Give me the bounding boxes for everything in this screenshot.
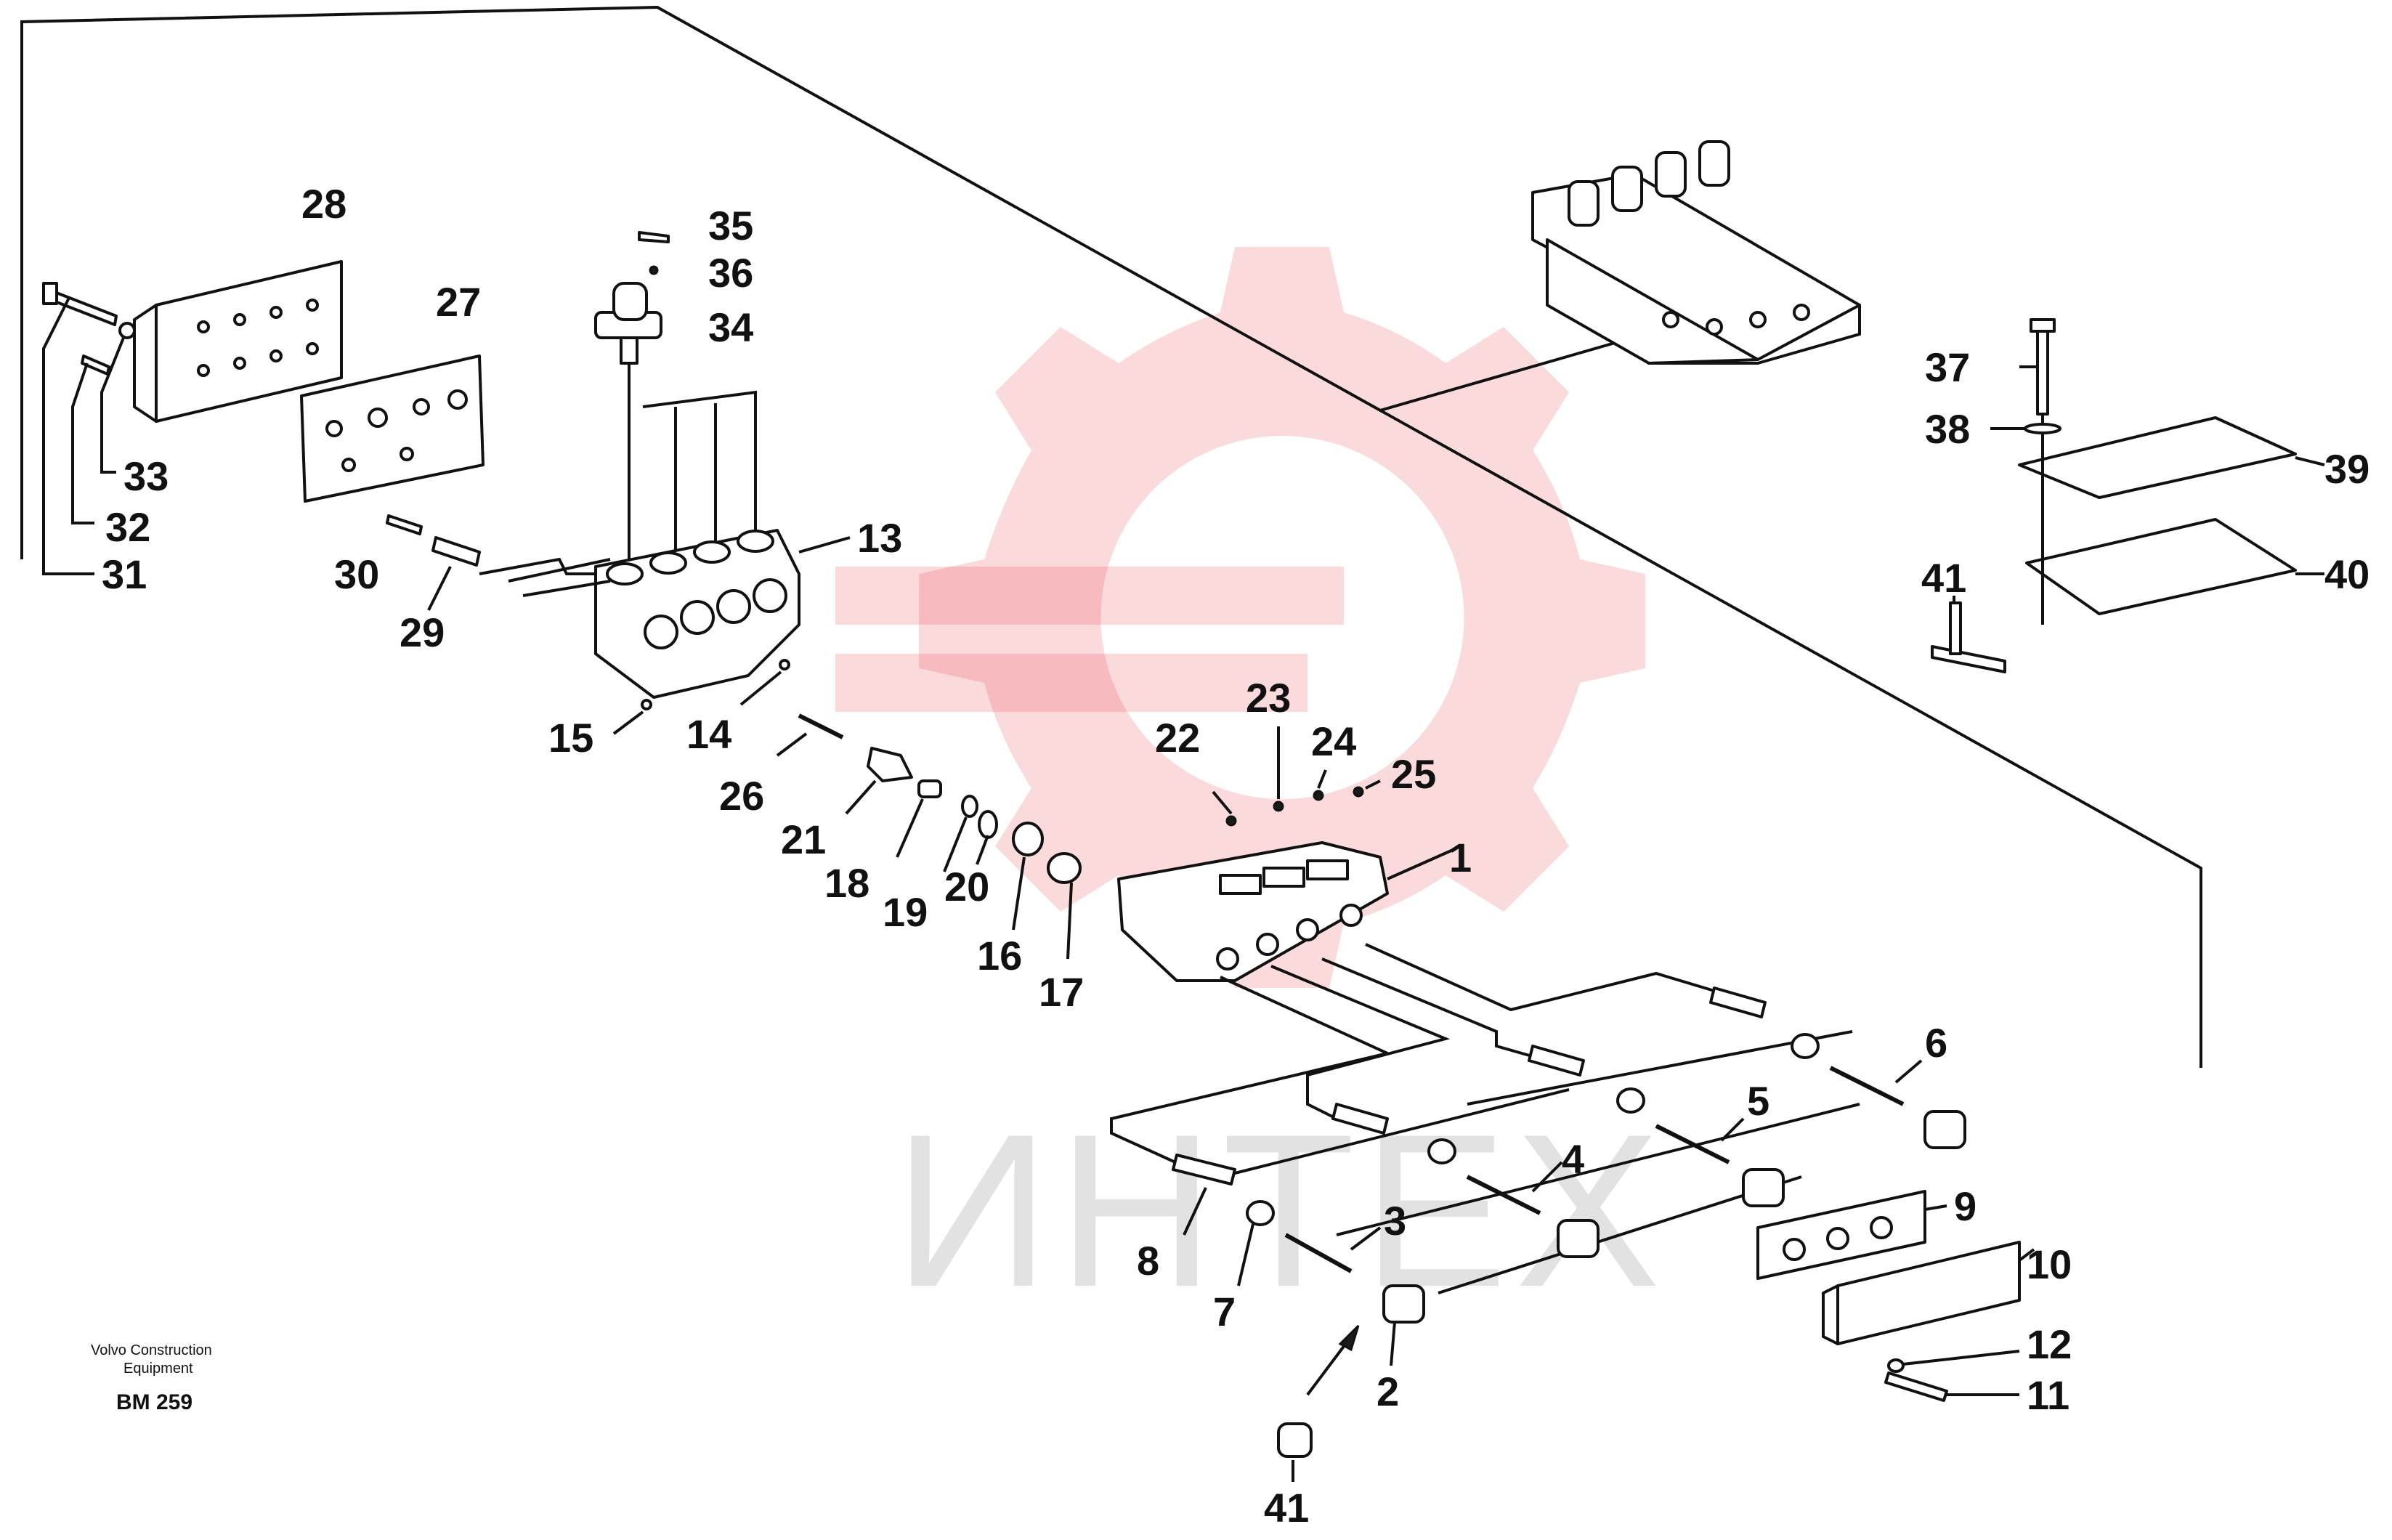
pressure-parts-16-21-26 [776, 713, 1082, 960]
plug-8-d [1709, 986, 1767, 1018]
bolt-37-38 [1990, 318, 2061, 625]
callout-20: 20 [944, 864, 989, 909]
piston-2-a [1382, 1284, 1425, 1366]
spring-4 [1466, 1161, 1563, 1215]
callout-12: 12 [2027, 1321, 2072, 1367]
callout-27: 27 [436, 279, 481, 325]
callout-41-right: 41 [1921, 555, 1966, 601]
callout-26: 26 [719, 773, 764, 819]
callout-18: 18 [824, 860, 869, 906]
arrow-2 [1306, 1324, 1360, 1396]
callout-25: 25 [1391, 751, 1436, 797]
gasket-40 [2025, 518, 2324, 615]
piston-2-d [1923, 1110, 1966, 1149]
callout-22: 22 [1155, 715, 1200, 761]
gasket-9 [1756, 1190, 1947, 1280]
frame-lines [20, 5, 2202, 1068]
seat-7-d [1791, 1033, 1820, 1059]
callout-7: 7 [1213, 1289, 1236, 1334]
bolt-11-12 [1884, 1350, 2020, 1402]
seat-7-a [1237, 1200, 1275, 1286]
callout-16: 16 [977, 933, 1022, 978]
spring-5 [1655, 1117, 1745, 1164]
assembled-valve-view [1531, 140, 1861, 365]
solenoid-34 [594, 231, 757, 559]
valve-body-1 [1117, 726, 1454, 982]
callout-4: 4 [1562, 1136, 1584, 1182]
seals-14-15 [612, 659, 790, 735]
plug-8-a [1172, 1154, 1236, 1236]
callout-17: 17 [1039, 969, 1084, 1015]
footer-company-line1: Volvo Construction [91, 1342, 212, 1358]
plug-8-c [1528, 1045, 1585, 1077]
piston-2-b [1557, 1219, 1600, 1258]
callout-24: 24 [1311, 718, 1356, 764]
callout-41-bottom: 41 [1264, 1485, 1309, 1531]
valve-housing-13 [594, 529, 851, 699]
cover-plate-28 [133, 260, 343, 423]
callout-2: 2 [1377, 1369, 1399, 1414]
spring-3 [1284, 1226, 1382, 1273]
callout-39: 39 [2324, 446, 2369, 492]
callout-21: 21 [781, 816, 826, 862]
callout-13: 13 [857, 515, 902, 561]
callout-30: 30 [334, 551, 379, 597]
callout-33: 33 [123, 453, 169, 499]
callout-5: 5 [1747, 1078, 1769, 1124]
seat-7-c [1616, 1087, 1645, 1114]
lines-to-13 [479, 557, 611, 597]
figure-id: BM 259 [116, 1390, 192, 1414]
callout-37: 37 [1925, 344, 1970, 390]
plug-8-b [1331, 1103, 1389, 1135]
gasket-27 [300, 354, 485, 503]
callout-31: 31 [102, 551, 147, 597]
callout-6: 6 [1925, 1020, 1947, 1066]
callout-14: 14 [686, 711, 731, 757]
callout-28: 28 [301, 181, 346, 227]
callout-35: 35 [708, 203, 753, 248]
bolts-31-33 [42, 282, 136, 575]
callout-1: 1 [1449, 835, 1472, 880]
callout-3: 3 [1384, 1198, 1406, 1244]
callout-32: 32 [105, 504, 150, 550]
footer-company-line2: Equipment [123, 1361, 193, 1377]
callout-38: 38 [1925, 406, 1970, 452]
connection-lines [1110, 943, 1860, 1294]
cover-39 [2018, 416, 2325, 499]
watermark-text: ИНТЕХ [893, 1088, 1668, 1332]
callout-15: 15 [548, 715, 593, 761]
callout-9: 9 [1954, 1183, 1977, 1229]
callout-10: 10 [2027, 1241, 2072, 1287]
callout-19: 19 [883, 889, 928, 935]
plug-29-30 [386, 514, 481, 611]
callout-11: 11 [2027, 1372, 2069, 1418]
callout-29: 29 [400, 609, 445, 655]
watermark-logo [835, 247, 1645, 988]
bracket-41-right [1931, 596, 2006, 673]
callout-40: 40 [2324, 551, 2369, 597]
end-plate-10 [1822, 1241, 2035, 1345]
spring-6 [1829, 1059, 1923, 1106]
callout-34: 34 [708, 304, 753, 350]
callout-36: 36 [708, 250, 753, 296]
callout-23: 23 [1246, 675, 1291, 721]
piston-2-c [1742, 1168, 1785, 1207]
plug-41-bottom [1277, 1422, 1313, 1482]
callout-8: 8 [1137, 1238, 1159, 1284]
seat-7-b [1427, 1138, 1456, 1164]
